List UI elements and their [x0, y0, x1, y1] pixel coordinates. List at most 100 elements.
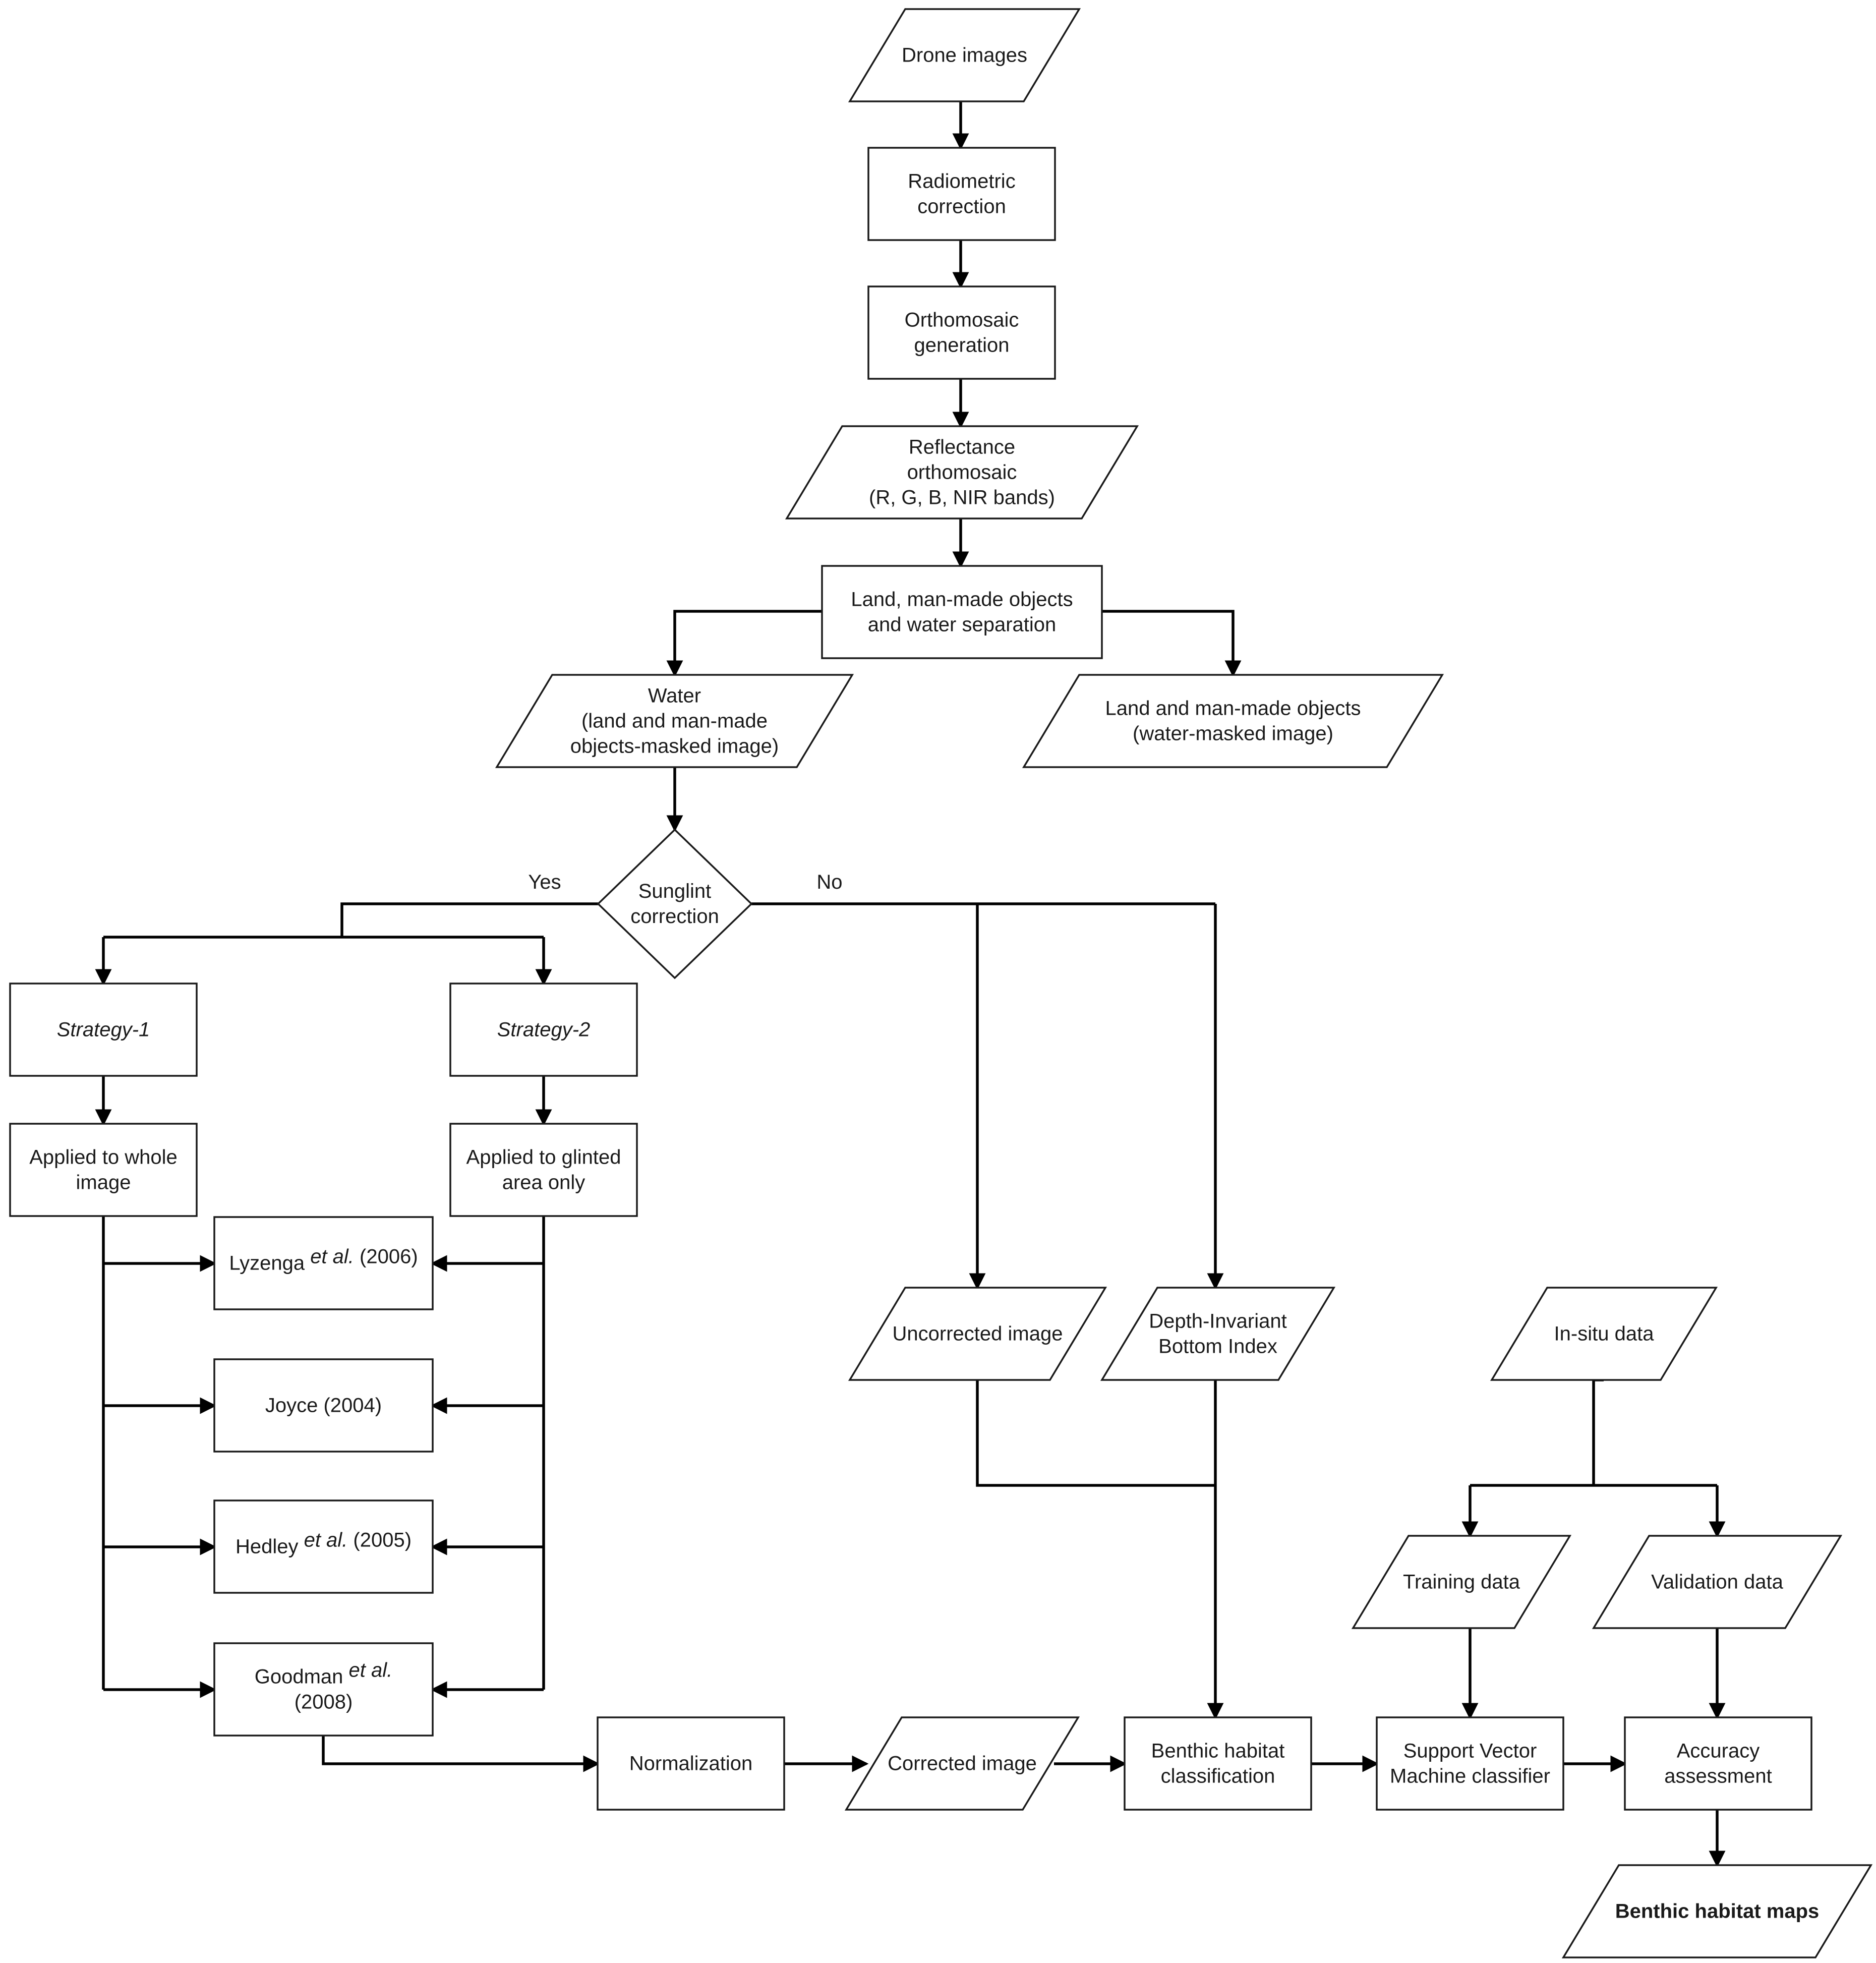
label-text: area only — [502, 1172, 585, 1194]
joyce-label: Joyce (2004) — [265, 1395, 382, 1417]
label-text: (land and man-made — [581, 710, 768, 732]
uncorrected-label: Uncorrected image — [893, 1323, 1063, 1345]
dibi-box — [1100, 1287, 1336, 1381]
label-text: et al. — [349, 1659, 393, 1682]
corrected-label: Corrected image — [888, 1753, 1037, 1775]
label-text: Uncorrected image — [893, 1323, 1063, 1345]
applied-glinted-box — [449, 1123, 638, 1217]
label-text: (2005) — [347, 1529, 412, 1551]
training-label: Training data — [1403, 1571, 1520, 1593]
svm-box — [1376, 1716, 1564, 1811]
maps-box — [1561, 1864, 1873, 1958]
label-text: (R, G, B, NIR bands) — [869, 487, 1055, 509]
no-branch-label: No — [816, 871, 842, 893]
label-text: Accuracy — [1677, 1740, 1760, 1762]
training-box — [1351, 1535, 1572, 1629]
benthic-class-box — [1124, 1716, 1312, 1811]
label-text: Goodman — [255, 1666, 349, 1688]
label-text: Drone images — [902, 44, 1027, 67]
label-text: Water — [648, 685, 701, 707]
insitu-label: In-situ data — [1554, 1323, 1655, 1345]
normalization-label: Normalization — [629, 1753, 753, 1775]
label-text: image — [76, 1172, 131, 1194]
label-text: et al. — [310, 1246, 354, 1268]
label-text: In-situ data — [1554, 1323, 1655, 1345]
goodman-label: Goodman et al. (2008) — [255, 1659, 393, 1713]
validation-box — [1592, 1535, 1843, 1629]
strategy2-box — [449, 983, 638, 1077]
label-text: generation — [914, 334, 1009, 357]
sunglint-decision — [597, 828, 753, 979]
edge-label-layer: Yes No — [528, 871, 842, 893]
label-text: and water separation — [868, 614, 1057, 636]
orthomosaic-gen-label: Orthomosaic generation — [905, 309, 1019, 357]
flow-arrow — [666, 610, 822, 677]
label-text: (water-masked image) — [1133, 723, 1333, 745]
label-text: Land and man-made objects — [1105, 698, 1361, 720]
validation-label: Validation data — [1651, 1571, 1783, 1593]
label-text: correction — [917, 196, 1006, 218]
insitu-box — [1490, 1287, 1718, 1381]
label-text: Normalization — [629, 1753, 753, 1775]
joyce-box — [213, 1358, 434, 1453]
applied-whole-label: Applied to whole image — [29, 1146, 178, 1194]
label-text: Support Vector — [1403, 1740, 1537, 1762]
label-text: (2008) — [295, 1691, 353, 1713]
strategy1-label: Strategy-1 — [57, 1019, 150, 1041]
label-text: Applied to glinted — [466, 1146, 621, 1169]
label-text: Strategy-2 — [497, 1019, 591, 1041]
water-box — [495, 674, 854, 768]
label-text: objects-masked image) — [570, 735, 779, 758]
yes-branch-label: Yes — [528, 871, 561, 893]
label-text: correction — [630, 905, 719, 928]
maps-label: Benthic habitat maps — [1615, 1900, 1820, 1923]
flow-line — [976, 1380, 1215, 1487]
orthomosaic-gen-box — [867, 285, 1056, 380]
label-text: Training data — [1403, 1571, 1520, 1593]
label-text: Orthomosaic — [905, 309, 1019, 331]
separation-box — [821, 565, 1103, 659]
corrected-box — [844, 1716, 1080, 1811]
lyzenga-box — [213, 1216, 434, 1310]
flow-arrow — [1102, 610, 1242, 677]
label-text: Strategy-1 — [57, 1019, 150, 1041]
strategy1-box — [9, 983, 198, 1077]
label-text: Depth-Invariant — [1149, 1310, 1286, 1333]
drone-images-box — [848, 8, 1081, 102]
land-label: Land and man-made objects (water-masked i… — [1105, 698, 1361, 745]
label-text: Bottom Index — [1158, 1336, 1277, 1358]
reflectance-box — [785, 425, 1139, 519]
label-text: Hedley — [236, 1536, 304, 1558]
flow-line — [340, 902, 598, 937]
label-text: Applied to whole — [29, 1146, 178, 1169]
sunglint-label: Sunglint correction — [630, 880, 719, 928]
land-box — [1022, 674, 1444, 768]
normalization-box — [597, 1716, 785, 1811]
accuracy-box — [1624, 1716, 1812, 1811]
label-text: Validation data — [1651, 1571, 1783, 1593]
flow-line — [1592, 1378, 1604, 1485]
label-text: Sunglint — [638, 880, 712, 902]
label-text: (2006) — [354, 1246, 418, 1268]
applied-whole-box — [9, 1123, 198, 1217]
label-text: Benthic habitat maps — [1615, 1900, 1820, 1923]
strategy2-label: Strategy-2 — [497, 1019, 591, 1041]
label-text: orthomosaic — [907, 461, 1017, 484]
label-text: classification — [1161, 1765, 1275, 1787]
water-label: Water (land and man-made objects-masked im… — [570, 685, 779, 758]
label-text: et al. — [304, 1529, 348, 1551]
hedley-label: Hedley et al. (2005) — [236, 1529, 412, 1558]
label-text: Corrected image — [888, 1753, 1037, 1775]
drone-images-label: Drone images — [902, 44, 1027, 67]
connector-layer — [95, 101, 1726, 1868]
label-text: Lyzenga — [229, 1252, 310, 1275]
